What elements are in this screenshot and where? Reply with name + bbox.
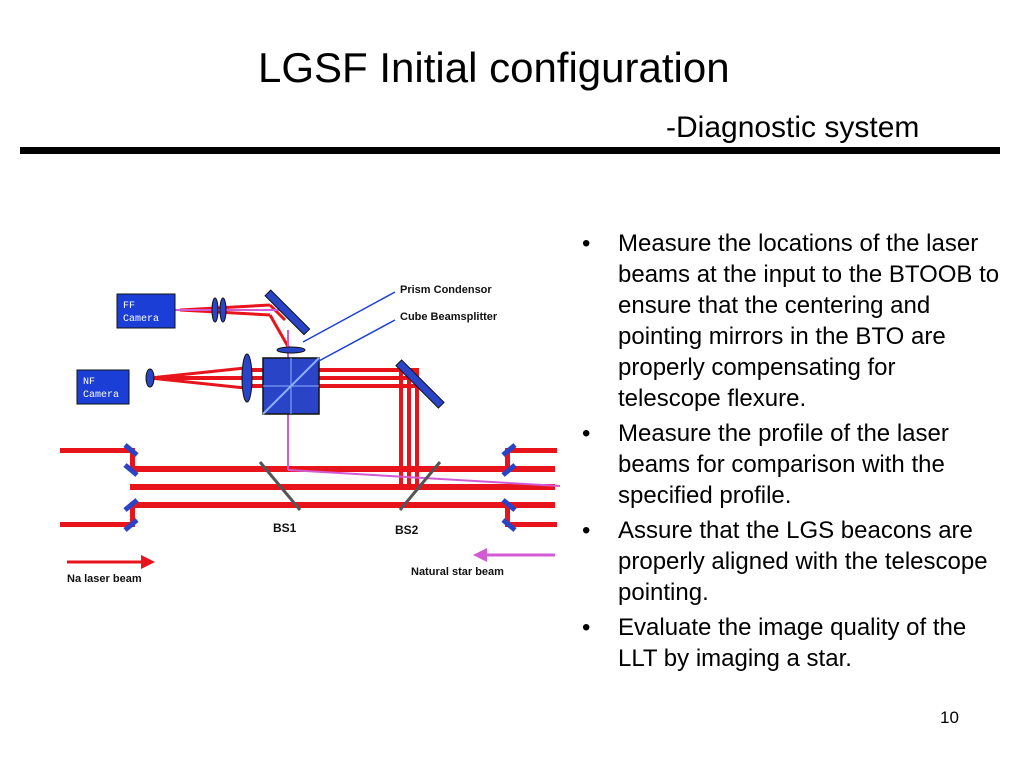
cube-top-lens <box>276 346 306 354</box>
slide-title: LGSF Initial configuration <box>258 44 730 91</box>
prism-condensor-label: Prism Condensor <box>400 284 492 296</box>
bs2-mirror <box>398 461 442 511</box>
slide-subtitle: -Diagnostic system <box>666 111 920 144</box>
natural-star-arrow <box>473 548 555 562</box>
svg-text:FF: FF <box>123 301 135 312</box>
na-laser-arrow <box>67 555 155 569</box>
nf-camera-lens <box>145 368 155 388</box>
nf-lens <box>241 353 253 403</box>
bullet-list: Measure the locations of the laser beams… <box>580 228 1000 678</box>
bullet-item: Measure the profile of the laser beams f… <box>580 418 1000 511</box>
bullet-item: Measure the locations of the laser beams… <box>580 228 1000 414</box>
ff-lens-1 <box>211 297 219 323</box>
star-beam <box>175 309 561 487</box>
cube-beamsplitter-callout <box>316 319 396 363</box>
svg-text:Camera: Camera <box>123 314 159 325</box>
bs2-label: BS2 <box>395 523 419 537</box>
ff-lens-2 <box>219 297 227 323</box>
diagnostic-system-diagram: FF Camera NF Camera Prism Condensor Cube… <box>60 284 561 585</box>
corner-mirrors <box>123 443 517 532</box>
nf-camera: NF Camera <box>76 369 130 405</box>
title-divider <box>20 147 1000 154</box>
bs1-mirror <box>258 461 302 511</box>
svg-text:NF: NF <box>83 377 95 388</box>
cube-beamsplitter-label: Cube Beamsplitter <box>400 311 498 323</box>
ff-camera: FF Camera <box>116 293 176 329</box>
cube-beamsplitter <box>262 357 320 415</box>
prism-condensor-callout <box>302 291 396 343</box>
na-laser-beam-label: Na laser beam <box>67 573 142 585</box>
prism-condensor-mirror <box>264 289 311 336</box>
fold-mirror <box>395 359 445 409</box>
bullet-item: Assure that the LGS beacons are properly… <box>580 515 1000 608</box>
bs1-label: BS1 <box>273 521 297 535</box>
bullet-item: Evaluate the image quality of the LLT by… <box>580 612 1000 674</box>
svg-text:Camera: Camera <box>83 390 119 401</box>
page-number: 10 <box>940 708 959 727</box>
natural-star-beam-label: Natural star beam <box>411 566 504 578</box>
